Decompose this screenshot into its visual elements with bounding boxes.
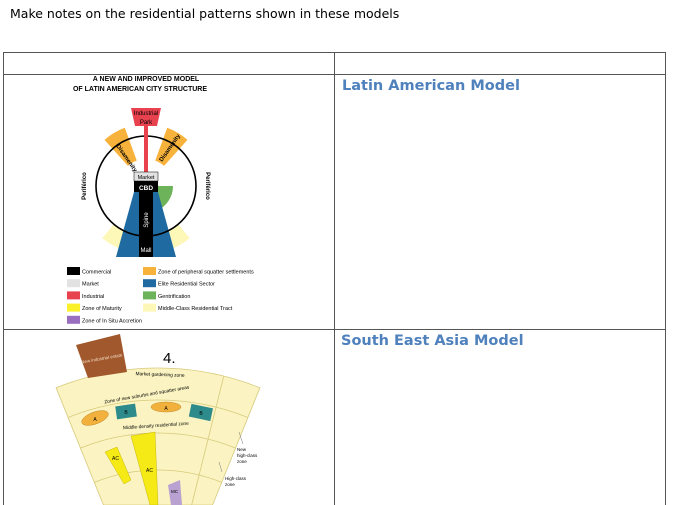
label-ac: AC — [146, 468, 153, 474]
legend-swatch — [67, 279, 80, 288]
legend-swatch — [67, 303, 80, 312]
label-mall: Mall — [140, 248, 151, 254]
legend-swatch — [67, 291, 80, 300]
suburb-b — [115, 403, 137, 420]
legend-label: Elite Residential Sector — [158, 282, 215, 288]
ac-zone — [130, 431, 159, 505]
industrial-park — [131, 108, 161, 126]
label-new-high-class-zone: zone — [237, 459, 247, 464]
legend-label: Zone of Maturity — [82, 306, 122, 312]
disamenity-sector-left — [104, 127, 137, 166]
label-periferico-right: Periférico — [204, 172, 210, 200]
sector-line — [191, 375, 225, 505]
label-mc: MC — [171, 489, 179, 494]
label-high-class-zone: High-class — [225, 476, 247, 481]
legend-swatch — [143, 279, 156, 288]
zone-boundary — [80, 432, 236, 449]
label-park: Park — [140, 120, 153, 126]
mc-zone — [168, 480, 182, 505]
legend-swatch — [143, 267, 156, 275]
label-industrial: Industrial — [134, 111, 158, 117]
new-industrial-estate — [76, 334, 127, 378]
cbd-block — [134, 181, 158, 192]
label-cbd: CBD — [139, 185, 153, 192]
instruction-text: Make notes on the residential patterns s… — [10, 6, 400, 21]
latin-title-line2: OF LATIN AMERICAN CITY STRUCTURE — [73, 86, 207, 93]
label-a: A — [93, 417, 97, 423]
legend-swatch — [67, 315, 80, 324]
squatter-area-a — [150, 401, 182, 413]
industrial-corridor — [144, 126, 148, 172]
label-b: B — [199, 411, 203, 417]
label-middle-density-zone: Middle-density residential zone — [123, 421, 189, 432]
latin-title-line1: A NEW AND IMPROVED MODEL — [93, 76, 200, 83]
legend-swatch — [143, 303, 156, 312]
label-market: Market — [138, 175, 155, 181]
label-new-high-class-zone: New — [237, 447, 247, 452]
legend-swatch — [67, 267, 80, 275]
disamenity-sector-right — [155, 127, 188, 166]
zone-boundary — [94, 469, 222, 483]
table-cell-sea-notes[interactable] — [334, 329, 666, 505]
sea-fan — [55, 367, 261, 505]
legend-swatch — [143, 291, 156, 300]
legend-label: Gentrification — [158, 294, 190, 300]
ac-zone — [104, 446, 132, 485]
latin-american-heading: Latin American Model — [342, 78, 520, 94]
label-high-class-zone: zone — [225, 482, 235, 487]
label-periferico-left: Periférico — [82, 172, 88, 200]
legend-label: Market — [82, 282, 99, 288]
leader-line — [218, 461, 223, 473]
spine — [139, 190, 153, 257]
label-market-gardening-zone: Market gardening zone — [135, 371, 185, 379]
label-ac: AC — [112, 456, 119, 462]
label-a: A — [164, 406, 168, 412]
legend-label: Zone of peripheral squatter settlements — [158, 270, 254, 276]
squatter-area-a — [81, 410, 109, 426]
label-new-high-class-zone: high-class — [237, 453, 258, 458]
legend-label: Zone of In Situ Accretion — [82, 318, 142, 324]
leader-line — [238, 431, 244, 445]
legend-label: Commercial — [82, 270, 111, 276]
diagram-number: 4. — [163, 350, 176, 367]
legend-label: Middle-Class Residential Tract — [158, 306, 233, 312]
zone-boundary — [67, 399, 249, 418]
south-east-asia-heading: South East Asia Model — [341, 333, 524, 349]
suburb-b — [188, 403, 214, 422]
legend-label: Industrial — [82, 294, 104, 300]
label-b: B — [124, 410, 128, 416]
label-spine: Spine — [144, 212, 150, 228]
